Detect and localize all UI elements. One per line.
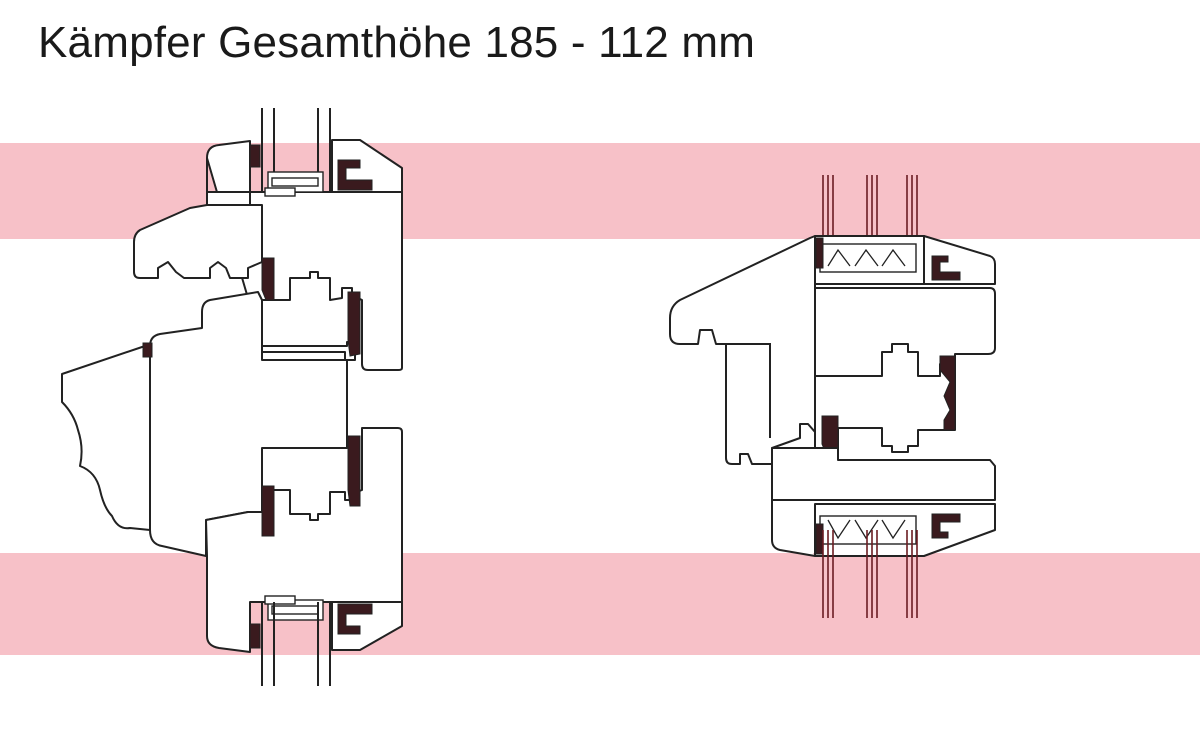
left-lower-sash: [205, 427, 403, 653]
left-lower-seal: [249, 623, 261, 649]
left-profile-185mm: [61, 108, 403, 686]
diagram-title: Kämpfer Gesamthöhe 185 - 112 mm: [38, 18, 756, 67]
right-lower-sash: [771, 447, 996, 501]
right-profile-112mm: [669, 175, 996, 618]
left-lower-glazing: [261, 602, 331, 686]
right-main-frame: [669, 235, 816, 465]
bottom-height-band: [0, 553, 1200, 655]
left-upper-seal: [249, 144, 261, 168]
left-drip-nose: [61, 345, 151, 531]
left-frame-block: [133, 204, 263, 279]
right-lower-glazing: [822, 530, 918, 618]
